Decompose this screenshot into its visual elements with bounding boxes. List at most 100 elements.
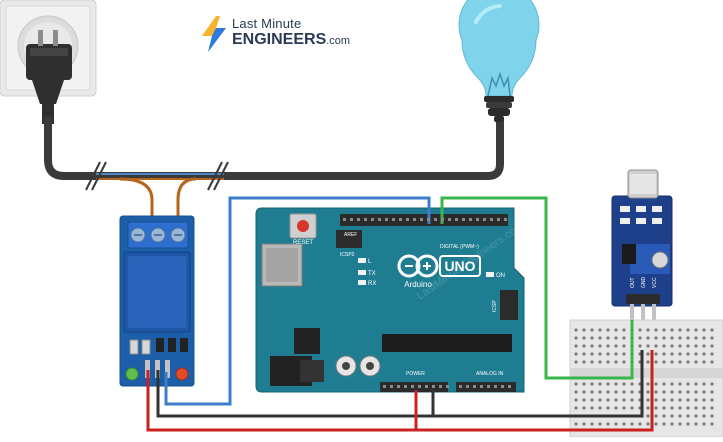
breadboard-hole — [598, 328, 602, 332]
header-pin — [466, 385, 469, 388]
breadboard-hole — [646, 328, 650, 332]
header-pin — [390, 385, 393, 388]
breadboard-hole — [662, 406, 666, 410]
breadboard-hole — [678, 382, 682, 386]
breadboard-hole — [598, 352, 602, 356]
breadboard-hole — [702, 336, 706, 340]
header-pin — [399, 218, 402, 221]
breadboard-hole — [622, 352, 626, 356]
breadboard-hole — [662, 344, 666, 348]
breadboard-hole — [622, 422, 626, 426]
breadboard-hole — [702, 382, 706, 386]
breadboard-hole — [662, 352, 666, 356]
breadboard-hole — [702, 390, 706, 394]
breadboard-hole — [630, 422, 634, 426]
breadboard-hole — [598, 398, 602, 402]
breadboard-hole — [630, 390, 634, 394]
header-pin — [439, 385, 442, 388]
breadboard-hole — [622, 382, 626, 386]
header-pin — [397, 385, 400, 388]
header-pin — [497, 218, 500, 221]
breadboard-hole — [638, 328, 642, 332]
breadboard-hole — [590, 406, 594, 410]
reset-label: RESET — [293, 240, 313, 246]
breadboard-hole — [702, 352, 706, 356]
header-pin — [432, 385, 435, 388]
header-pin — [404, 385, 407, 388]
breadboard-hole — [614, 406, 618, 410]
aref-label: AREF — [344, 232, 357, 238]
breadboard-hole — [614, 422, 618, 426]
breadboard-hole — [670, 344, 674, 348]
breadboard-hole — [574, 352, 578, 356]
breadboard-hole — [686, 328, 690, 332]
breadboard-hole — [598, 382, 602, 386]
breadboard-hole — [654, 382, 658, 386]
breadboard-hole — [638, 422, 642, 426]
header-pin — [378, 218, 381, 221]
sensor-pin-out-label: OUT — [630, 277, 636, 288]
breadboard-hole — [622, 406, 626, 410]
wire-blue-relay-signal — [164, 196, 431, 406]
breadboard-hole — [582, 422, 586, 426]
header-pin — [413, 218, 416, 221]
header-pin — [455, 218, 458, 221]
power-label: POWER — [406, 371, 425, 377]
breadboard-hole — [686, 360, 690, 364]
breadboard-hole — [598, 336, 602, 340]
sensor-pin-gnd-label: GND — [641, 277, 647, 289]
breadboard-hole — [654, 336, 658, 340]
breadboard-hole — [646, 360, 650, 364]
breadboard-hole — [630, 406, 634, 410]
breadboard-hole — [670, 414, 674, 418]
breadboard-hole — [646, 398, 650, 402]
breadboard-hole — [678, 336, 682, 340]
breadboard-hole — [590, 352, 594, 356]
breadboard-hole — [622, 328, 626, 332]
breadboard-hole — [574, 406, 578, 410]
brand-name-line1: Last Minute — [232, 16, 302, 31]
header-pin — [504, 218, 507, 221]
breadboard-hole — [654, 390, 658, 394]
breadboard-hole — [686, 406, 690, 410]
header-pin — [446, 385, 449, 388]
breadboard-hole — [590, 360, 594, 364]
breadboard-hole — [606, 352, 610, 356]
breadboard-hole — [686, 344, 690, 348]
breadboard-hole — [582, 360, 586, 364]
breadboard-hole — [678, 328, 682, 332]
sensor-pin-vcc-label: VCC — [652, 277, 658, 288]
breadboard-hole — [710, 382, 714, 386]
breadboard-hole — [598, 422, 602, 426]
header-pin — [425, 385, 428, 388]
breadboard-hole — [614, 382, 618, 386]
on-led-label: ON — [496, 273, 505, 279]
breadboard-hole — [574, 422, 578, 426]
header-pin — [462, 218, 465, 221]
breadboard-hole — [590, 344, 594, 348]
breadboard-hole — [622, 360, 626, 364]
breadboard-hole — [694, 422, 698, 426]
header-pin — [469, 218, 472, 221]
breadboard-hole — [590, 382, 594, 386]
breadboard-hole — [662, 414, 666, 418]
wire-black-ground — [156, 350, 644, 418]
breadboard-hole — [662, 422, 666, 426]
breadboard-hole — [694, 352, 698, 356]
breadboard-hole — [638, 336, 642, 340]
breadboard-hole — [670, 328, 674, 332]
breadboard-hole — [574, 328, 578, 332]
header-pin — [357, 218, 360, 221]
header-pin — [473, 385, 476, 388]
breadboard-hole — [662, 398, 666, 402]
breadboard-hole — [614, 390, 618, 394]
breadboard-hole — [702, 422, 706, 426]
breadboard-hole — [582, 336, 586, 340]
breadboard-hole — [654, 422, 658, 426]
breadboard-hole — [686, 382, 690, 386]
breadboard-hole — [662, 390, 666, 394]
breadboard-hole — [710, 414, 714, 418]
breadboard-hole — [606, 344, 610, 348]
breadboard-hole — [574, 360, 578, 364]
